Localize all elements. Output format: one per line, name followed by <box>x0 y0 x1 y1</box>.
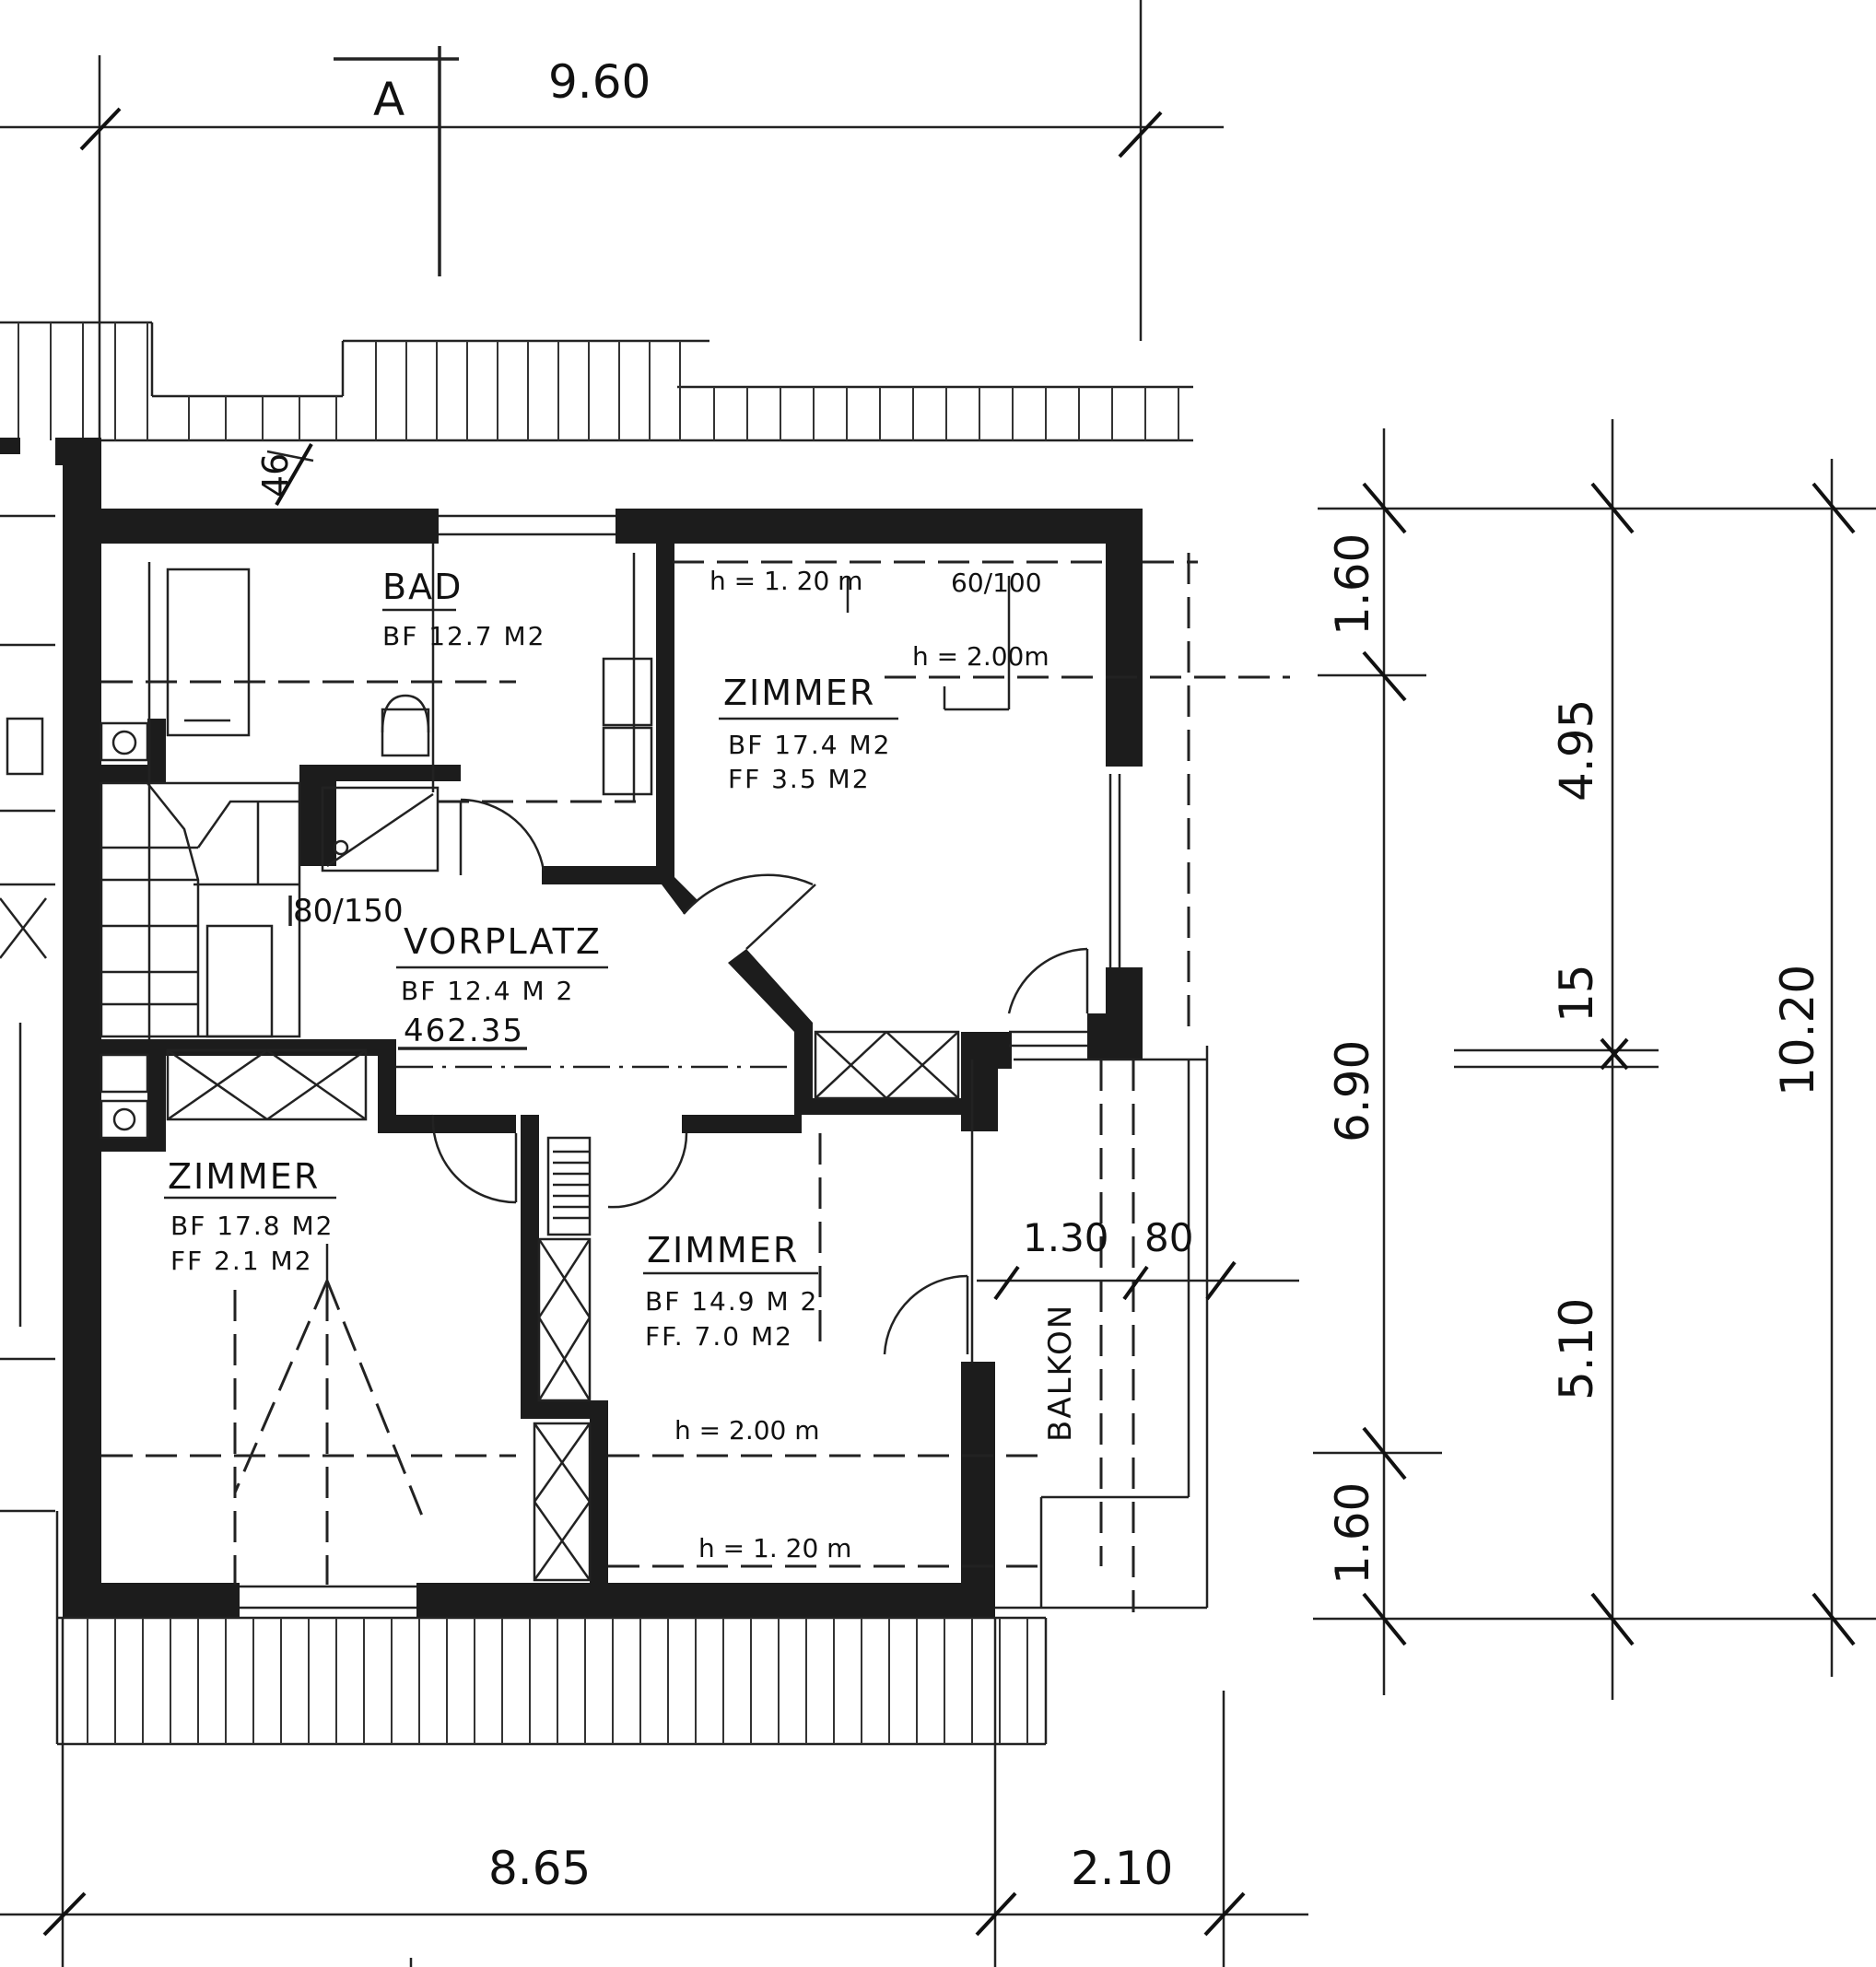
dim-r2-mid: 15 <box>1550 964 1603 1023</box>
bottom-right-label: 2.10 <box>1071 1842 1173 1895</box>
room-zimmer-s: ZIMMER BF 14.9 M 2 FF. 7.0 M2 h = 2.00 m… <box>643 1230 851 1563</box>
zimmer-ne-name: ZIMMER <box>723 673 875 713</box>
zimmer-sw-ff: FF 2.1 M2 <box>170 1246 313 1276</box>
top-dimension: 9.60 <box>0 0 1224 498</box>
bad-bf: BF 12.7 M2 <box>382 621 545 651</box>
vorplatz-name: VORPLATZ <box>404 921 602 962</box>
wall-46-dimension: 46 <box>255 443 314 506</box>
zimmer-s-ff: FF. 7.0 M2 <box>645 1321 793 1352</box>
balcony-dimension: 1.30 80 <box>977 1215 1299 1301</box>
room-balkon: BALKON <box>1042 1304 1079 1442</box>
dim-r2-bottom: 5.10 <box>1550 1298 1603 1400</box>
zimmer-ne-bf: BF 17.4 M2 <box>728 730 891 760</box>
stair-8015: 80/150 <box>293 893 404 930</box>
stairs <box>100 781 301 1140</box>
bathtub <box>166 568 251 737</box>
dim-r1-mid: 6.90 <box>1326 1040 1379 1142</box>
left-neighbour <box>0 438 55 1513</box>
roof-strip-top <box>0 321 1193 442</box>
dim-r1-bottom: 1.60 <box>1326 1482 1379 1585</box>
zimmer-ne-ff: FF 3.5 M2 <box>728 764 871 794</box>
bottom-left-label: 8.65 <box>488 1842 591 1895</box>
h200-bottom: h = 2.00 m <box>674 1415 820 1446</box>
zimmer-s-name: ZIMMER <box>647 1230 799 1270</box>
room-zimmer-sw: ZIMMER BF 17.8 M2 FF 2.1 M2 <box>164 1156 336 1276</box>
section-marker: A <box>334 46 459 276</box>
room-zimmer-ne: ZIMMER BF 17.4 M2 FF 3.5 M2 h = 1. 20 m … <box>709 566 1049 794</box>
dim-r3-total: 10.20 <box>1771 965 1824 1096</box>
sink-lower <box>602 726 653 796</box>
top-width-label: 9.60 <box>548 55 651 109</box>
vorplatz-level: 462.35 <box>404 1013 524 1049</box>
window-6010: 60/100 <box>951 568 1042 598</box>
h120-bottom: h = 1. 20 m <box>698 1533 851 1563</box>
wall-46-label: 46 <box>255 453 296 498</box>
bad-fixtures <box>100 544 653 1039</box>
vorplatz-bf: BF 12.4 M 2 <box>401 976 574 1006</box>
shower <box>321 786 440 872</box>
right-dimensions: 1.60 6.90 1.60 4.95 15 5.10 10.20 <box>1313 419 1876 1700</box>
balcony-dim-80: 80 <box>1144 1215 1193 1260</box>
sink-upper <box>602 657 653 727</box>
zimmer-sw-name: ZIMMER <box>168 1156 320 1197</box>
bottom-dimension: 8.65 2.10 <box>0 1618 1308 1967</box>
toilet <box>381 708 430 757</box>
dim-r2-top: 4.95 <box>1550 699 1603 802</box>
room-vorplatz: VORPLATZ BF 12.4 M 2 462.35 80/150 <box>288 893 608 1050</box>
h120-top: h = 1. 20 m <box>709 566 862 596</box>
roof-strip-bottom <box>55 1511 1048 1746</box>
room-bad: BAD BF 12.7 M2 <box>382 567 545 651</box>
section-letter: A <box>373 73 405 126</box>
balcony-dim-130: 1.30 <box>1023 1215 1109 1260</box>
walls <box>55 438 1143 1618</box>
bad-name: BAD <box>382 567 463 607</box>
zimmer-sw-bf: BF 17.8 M2 <box>170 1211 334 1241</box>
doors <box>240 514 1121 1610</box>
balkon-name: BALKON <box>1042 1304 1079 1442</box>
ceiling-lines <box>101 553 1290 1612</box>
h200-top: h = 2.00m <box>912 641 1049 672</box>
crossed-storage <box>166 1030 960 1582</box>
zimmer-s-bf: BF 14.9 M 2 <box>645 1286 818 1317</box>
dim-r1-top: 1.60 <box>1326 533 1379 636</box>
